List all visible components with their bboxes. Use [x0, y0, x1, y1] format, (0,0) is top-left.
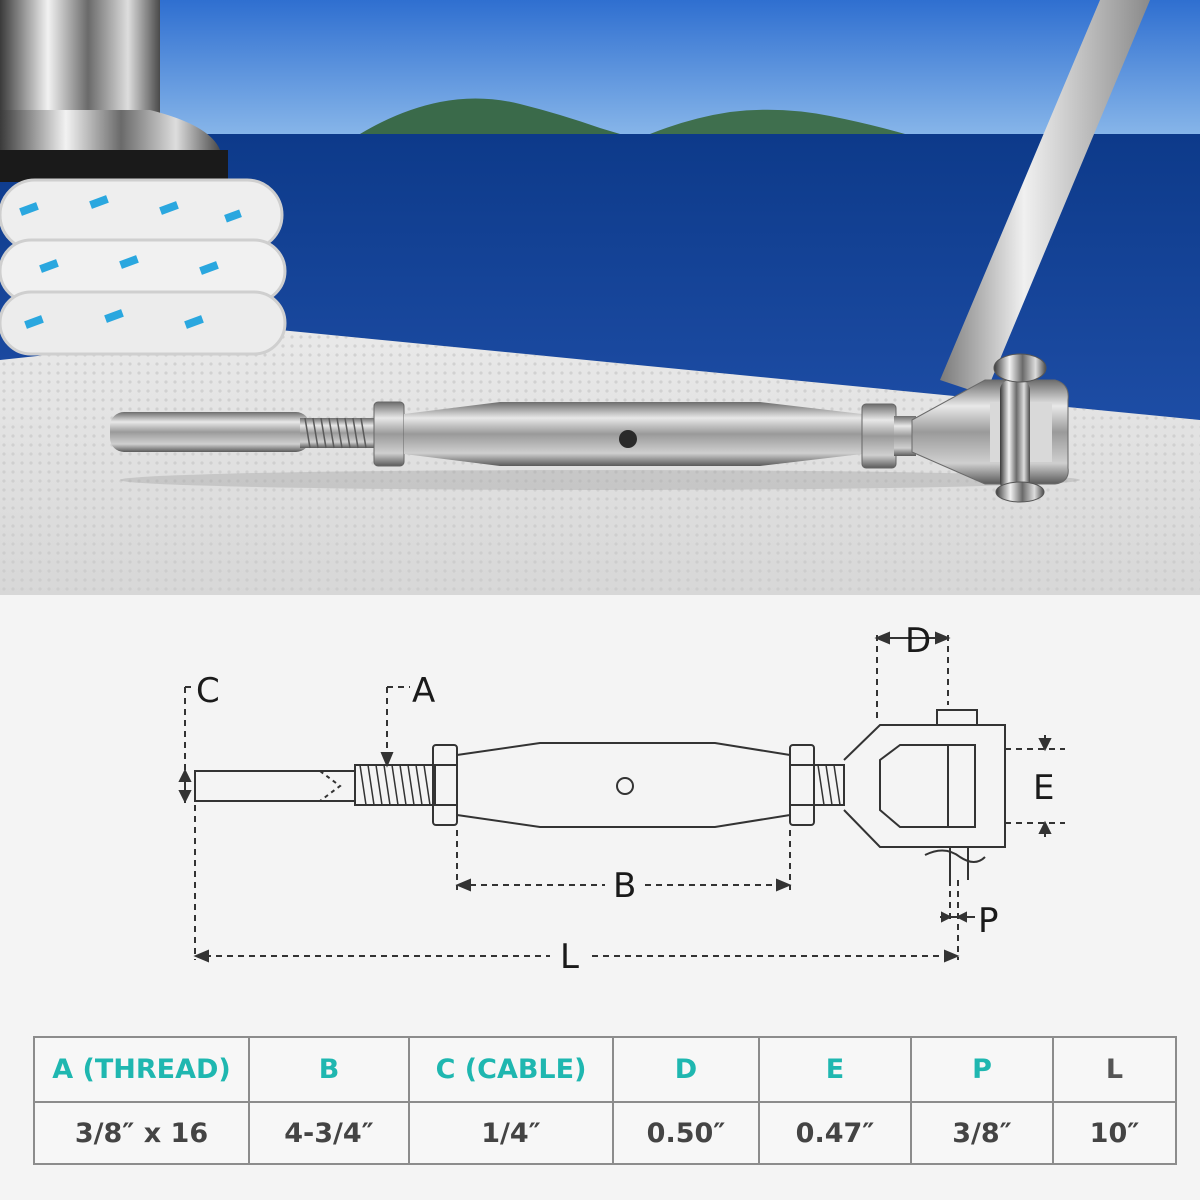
turnbuckle-line-drawing: C A D E B P L [178, 621, 1065, 977]
value-d: 0.50″ [612, 1101, 760, 1165]
dimension-diagram: C A D E B P L [0, 595, 1200, 1035]
header-e: E [758, 1036, 912, 1103]
label-p: P [978, 901, 999, 941]
header-a-thread: A (THREAD) [33, 1036, 250, 1103]
value-p: 3/8″ [910, 1101, 1054, 1165]
spec-header-row: A (THREAD) B C (CABLE) D E P L [33, 1036, 1177, 1103]
header-b: B [248, 1036, 410, 1103]
label-l: L [560, 937, 579, 977]
label-b: B [613, 866, 636, 906]
product-photo [0, 0, 1200, 595]
header-d: D [612, 1036, 760, 1103]
stud-outline [194, 770, 356, 802]
value-b: 4-3/4″ [248, 1101, 410, 1165]
value-e: 0.47″ [758, 1101, 912, 1165]
label-a: A [412, 671, 435, 711]
header-p: P [910, 1036, 1054, 1103]
header-l: L [1052, 1036, 1177, 1103]
header-c-cable: C (CABLE) [408, 1036, 614, 1103]
value-c-cable: 1/4″ [408, 1101, 614, 1165]
spec-value-row: 3/8″ x 16 4-3/4″ 1/4″ 0.50″ 0.47″ 3/8″ 1… [33, 1101, 1177, 1165]
spec-table: A (THREAD) B C (CABLE) D E P L 3/8″ x 16… [33, 1036, 1177, 1165]
value-a-thread: 3/8″ x 16 [33, 1101, 250, 1165]
label-d: D [905, 621, 931, 661]
turnbuckle-photo [0, 0, 1200, 595]
label-c: C [196, 671, 220, 711]
label-e: E [1033, 768, 1054, 808]
value-l: 10″ [1052, 1101, 1177, 1165]
